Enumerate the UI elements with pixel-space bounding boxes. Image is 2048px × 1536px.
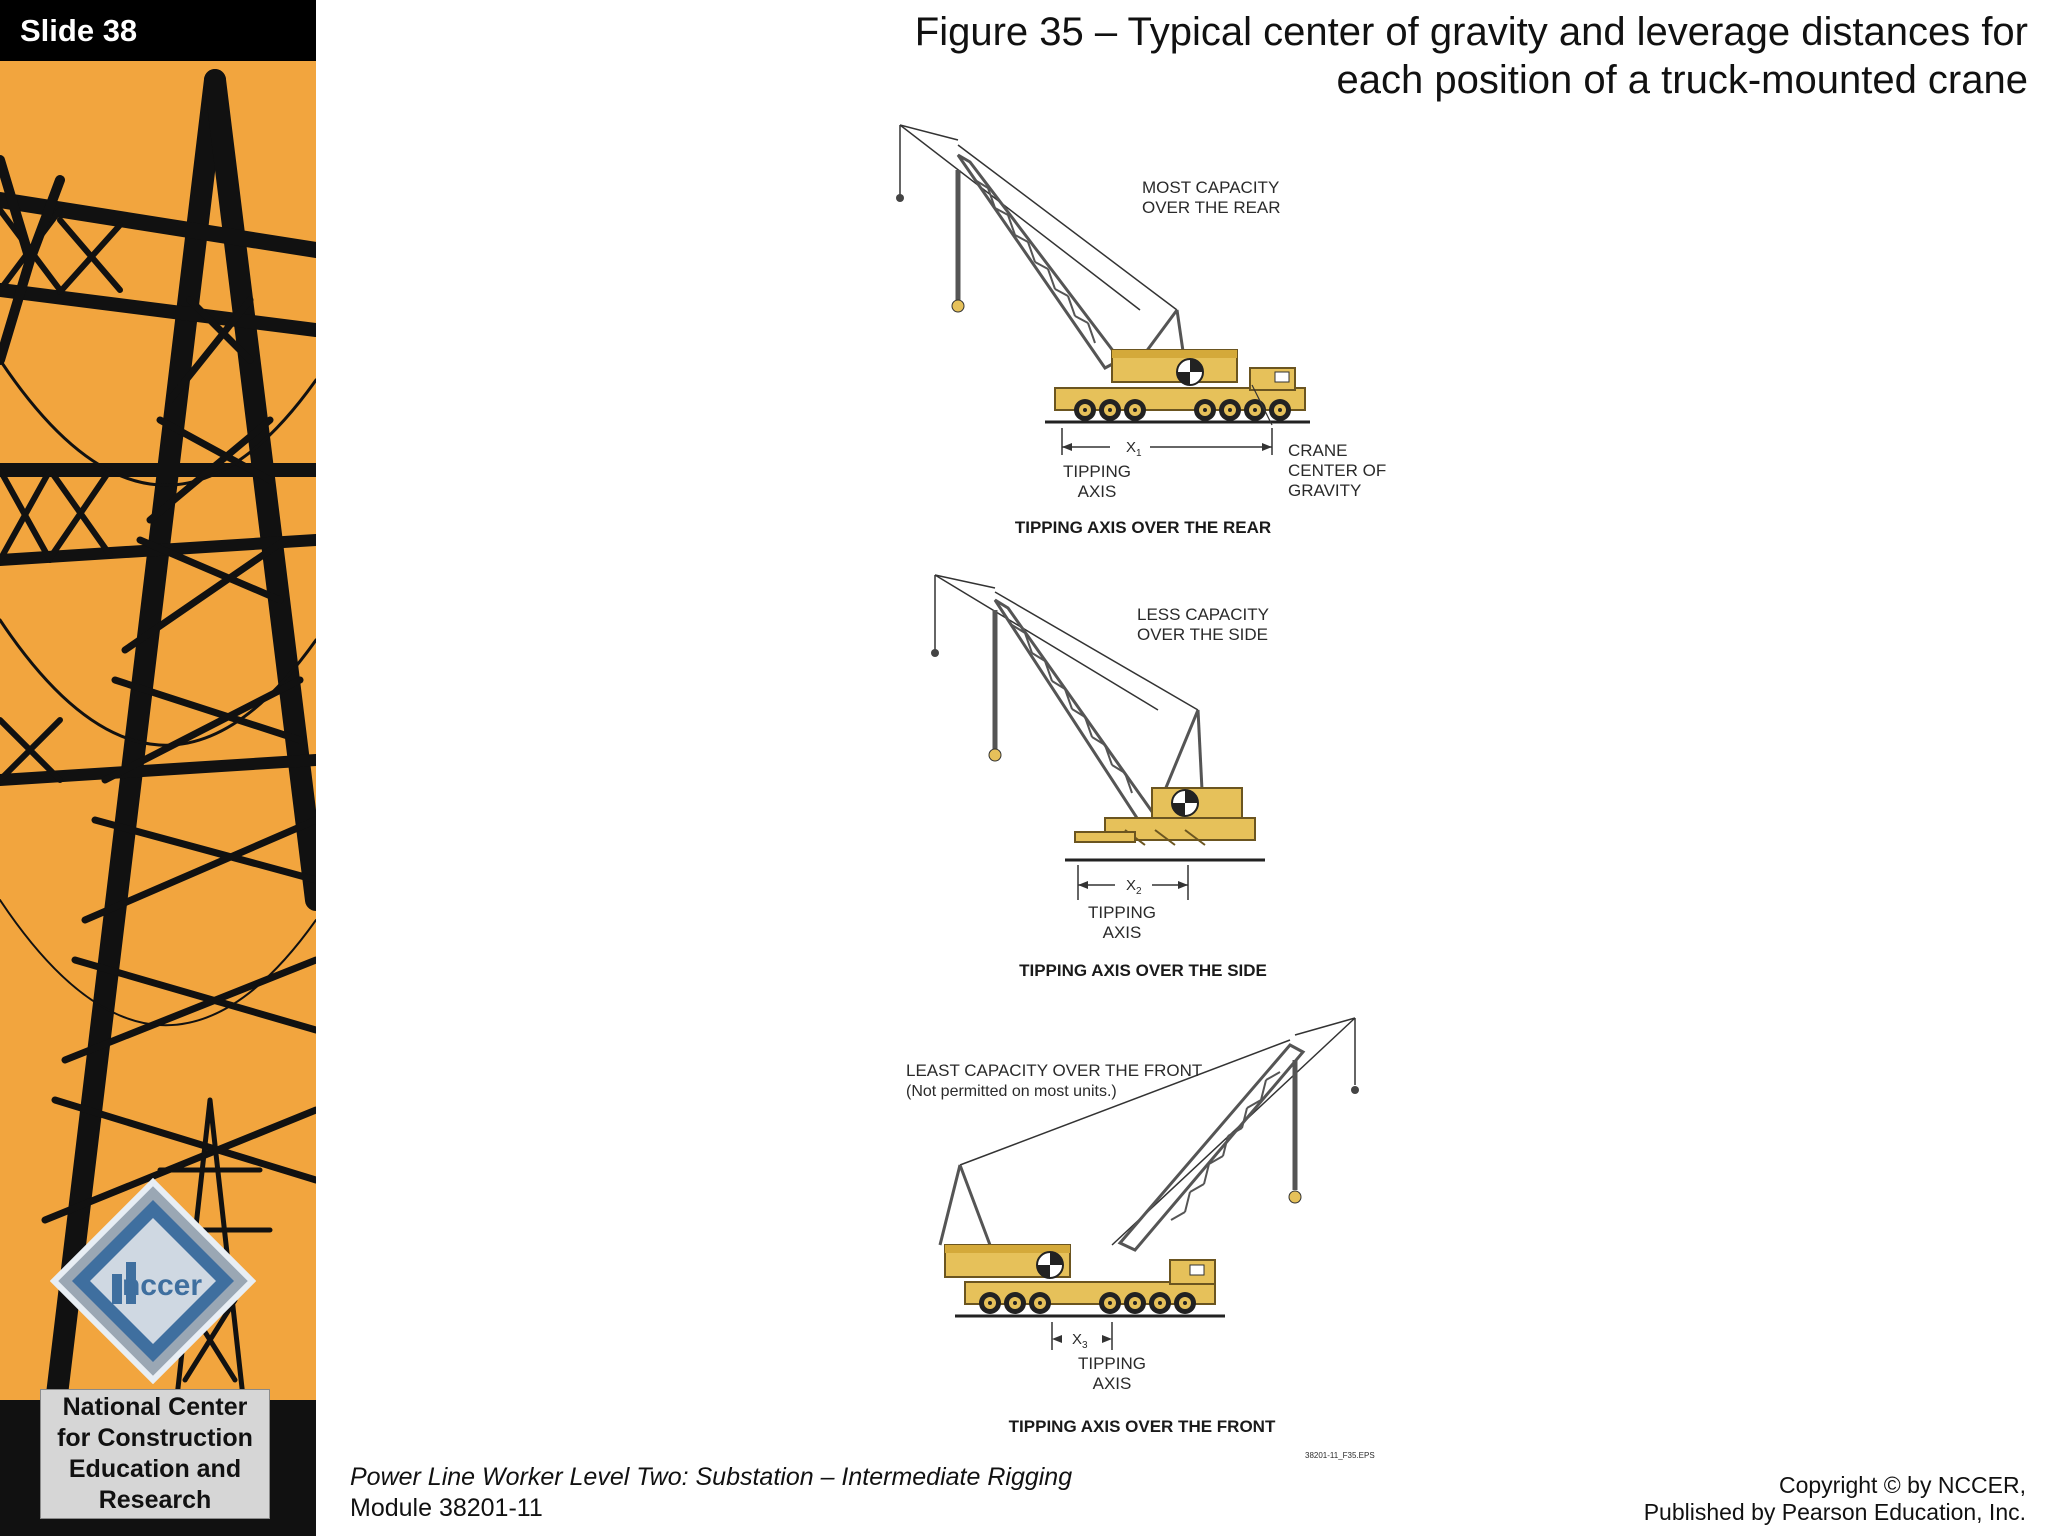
svg-text:LESS CAPACITY: LESS CAPACITY (1137, 605, 1269, 624)
slide-title-line-2: each position of a truck-mounted crane (1336, 58, 2028, 102)
svg-text:CRANE: CRANE (1288, 441, 1348, 460)
svg-text:X1: X1 (1126, 439, 1142, 459)
svg-text:MOST CAPACITY: MOST CAPACITY (1142, 178, 1279, 197)
organization-name: National Center for Construction Educati… (57, 1392, 253, 1516)
module-number: Module 38201-11 (350, 1494, 543, 1522)
org-line-4: Research (98, 1486, 212, 1514)
sidebar-panel: Slide 38 nccer National Center for Const… (0, 0, 316, 1536)
svg-text:TIPPING: TIPPING (1088, 903, 1156, 922)
nccer-logo: nccer (50, 1178, 256, 1384)
svg-text:X3: X3 (1072, 1331, 1088, 1351)
org-line-2: for Construction (57, 1424, 253, 1452)
crane-figure: X1 MOST CAPACITY OVER THE REAR TIPPING A… (896, 124, 1386, 1460)
publisher-notice: Published by Pearson Education, Inc. (1643, 1499, 2026, 1525)
svg-text:GRAVITY: GRAVITY (1288, 481, 1361, 500)
svg-text:TIPPING AXIS OVER THE REAR: TIPPING AXIS OVER THE REAR (1015, 518, 1271, 537)
svg-text:TIPPING AXIS OVER THE FRONT: TIPPING AXIS OVER THE FRONT (1009, 1417, 1276, 1436)
organization-name-box: National Center for Construction Educati… (40, 1389, 270, 1519)
slide-number-tab: Slide 38 (0, 0, 316, 61)
panel-front: X3 LEAST CAPACITY OVER THE FRONT (Not pe… (906, 1017, 1375, 1460)
org-line-1: National Center (62, 1393, 248, 1421)
course-title: Power Line Worker Level Two: Substation … (350, 1463, 1073, 1491)
panel-rear: X1 MOST CAPACITY OVER THE REAR TIPPING A… (896, 124, 1386, 537)
svg-text:LEAST CAPACITY OVER THE FRONT: LEAST CAPACITY OVER THE FRONT (906, 1061, 1202, 1080)
copyright-notice: Copyright © by NCCER, (1778, 1472, 2026, 1498)
svg-text:OVER THE SIDE: OVER THE SIDE (1137, 625, 1268, 644)
slide-title-line-1: Figure 35 – Typical center of gravity an… (914, 10, 2028, 54)
svg-text:AXIS: AXIS (1103, 923, 1142, 942)
svg-text:TIPPING: TIPPING (1063, 462, 1131, 481)
svg-text:TIPPING: TIPPING (1078, 1354, 1146, 1373)
panel-side: X2 LESS CAPACITY OVER THE SIDE TIPPING A… (931, 574, 1269, 980)
svg-text:AXIS: AXIS (1093, 1374, 1132, 1393)
svg-text:OVER THE REAR: OVER THE REAR (1142, 198, 1281, 217)
figure-file-code: 38201-11_F35.EPS (1305, 1451, 1375, 1460)
svg-text:nccer: nccer (122, 1269, 202, 1302)
svg-text:AXIS: AXIS (1078, 482, 1117, 501)
svg-text:CENTER OF: CENTER OF (1288, 461, 1386, 480)
svg-text:TIPPING AXIS OVER THE SIDE: TIPPING AXIS OVER THE SIDE (1019, 961, 1267, 980)
svg-text:X2: X2 (1126, 877, 1142, 897)
org-line-3: Education and (68, 1455, 242, 1483)
svg-text:(Not permitted on most units.): (Not permitted on most units.) (906, 1083, 1117, 1100)
